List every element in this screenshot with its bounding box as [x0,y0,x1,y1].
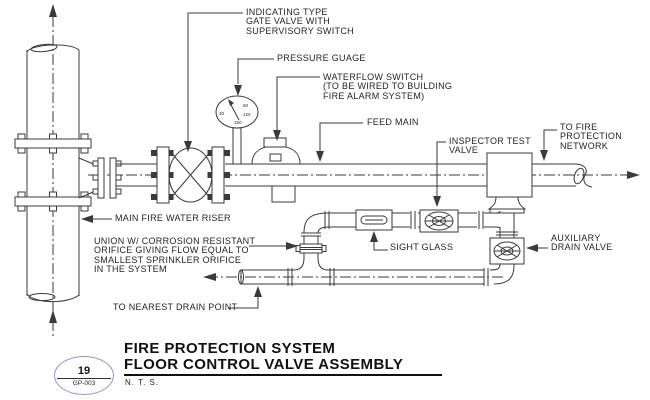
flange-bolts [151,150,230,200]
scale-note: N. T. S. [125,378,160,387]
leader-waterflow-switch [276,76,320,130]
leader-lines [81,12,557,309]
test-and-drain-assembly [238,210,518,286]
leader-pressure-gauge [237,58,274,84]
drawing-title-line1: FIRE PROTECTION SYSTEM [124,340,336,357]
label-sight-glass: SIGHT GLASS [390,242,454,252]
drain-open-end [238,269,244,285]
pipe-couplings [287,268,489,286]
feed-main-pipe [116,163,593,188]
drawing-code: GP-003 [72,379,96,387]
waterflow-switch [248,137,304,203]
gauge-tick-60: 60 [243,103,249,108]
label-waterflow-switch: WATERFLOW SWITCH (TO BE WIRED TO BUILDIN… [323,72,453,101]
label-gate-valve: INDICATING TYPE GATE VALVE WITH SUPERVIS… [246,7,354,36]
gauge-tick-120: 120 [243,112,251,117]
label-aux-drain-valve: AUXILIARY DRAIN VALVE [551,233,613,253]
drain-line [238,268,489,286]
label-main-riser: MAIN FIRE WATER RISER [115,213,231,223]
leader-gate-valve [187,12,243,141]
elbow-bottom-right [489,263,515,285]
flow-arrow-up-bottom [49,310,57,323]
leader-sight-glass [373,242,388,251]
title-block: FIRE PROTECTION SYSTEM FLOOR CONTROL VAL… [124,341,442,376]
riser-flange-lower [14,196,92,207]
detail-number: 19 [77,364,91,377]
gate-valve [151,146,230,204]
label-union-orifice: UNION W/ CORROSION RESISTANT ORIFICE GIV… [94,236,256,275]
flow-arrow-right [627,171,640,179]
flow-arrow-up-top [49,4,57,17]
pipe-break-right [575,163,593,188]
elbow-left [301,211,330,237]
label-inspector-test-valve: INSPECTOR TEST VALVE [449,136,531,156]
aux-drain-valve [489,237,525,265]
detail-bubble: 19 GP-003 [54,356,114,395]
gauge-needle [229,102,240,121]
riser-flange-upper [14,138,92,149]
leader-feed-main [319,122,363,151]
gauge-tick-30: 30 [219,111,225,116]
leader-inspector-test-valve [436,141,446,196]
drain-tee [293,257,329,271]
leader-drain-point [228,297,259,309]
gauge-dial [215,95,259,129]
gauge-tick-150: 150 [234,120,242,125]
pipe-break-bottom [28,293,56,301]
label-drain-point: TO NEAREST DRAIN POINT [113,302,238,312]
label-feed-main: FEED MAIN [367,117,419,127]
main-tee-fitting [486,152,533,214]
inspector-test-valve [419,209,459,233]
flange-bolts [92,160,122,195]
union-orifice-fitting [295,243,327,254]
drawing-title-line2: FLOOR CONTROL VALVE ASSEMBLY [124,357,442,376]
detail-divider [57,377,111,379]
label-fire-network: TO FIRE PROTECTION NETWORK [560,122,623,151]
pipe-couplings [410,211,484,229]
leader-fire-network [543,129,557,150]
drain-arrow-left [203,273,216,281]
pipe-break-top [30,43,58,53]
main-riser-pipe [14,43,92,303]
flange-bolts [17,133,89,212]
sight-glass [355,209,393,231]
label-pressure-gauge: PRESSURE GUAGE [277,53,366,63]
pressure-gauge: 30 60 120 150 [215,95,259,165]
